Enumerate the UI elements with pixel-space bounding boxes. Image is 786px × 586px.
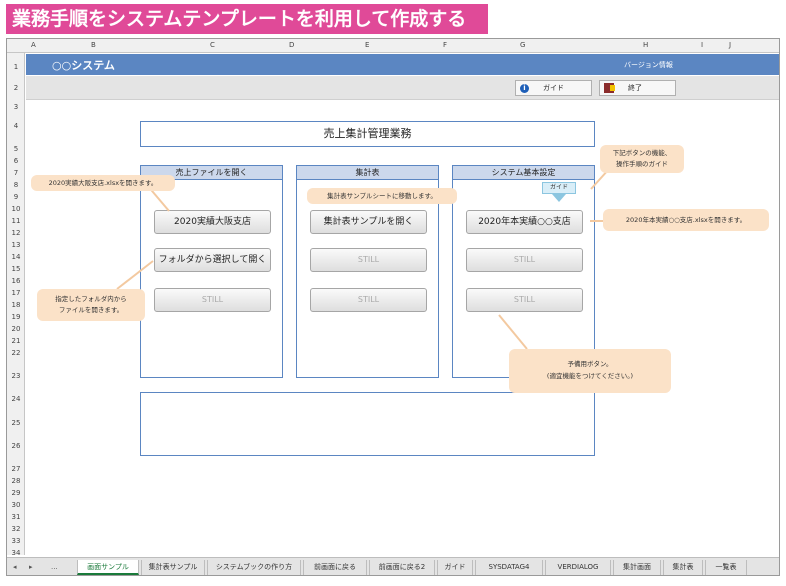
row-number[interactable]: 16 bbox=[11, 277, 21, 285]
callout-guide: 下記ボタンの機能、 操作手順のガイド bbox=[600, 145, 684, 173]
row-number[interactable]: 13 bbox=[11, 241, 21, 249]
main-title: 売上集計管理業務 bbox=[140, 121, 595, 147]
info-icon: i bbox=[520, 83, 529, 93]
row-number[interactable]: 15 bbox=[11, 265, 21, 273]
row-number[interactable]: 6 bbox=[13, 157, 19, 165]
column-header: A B C D E F G H I J bbox=[7, 39, 779, 53]
system-header-bar: ○○システム バージョン情報 bbox=[26, 54, 779, 75]
callout-summary-sample: 集計表サンプルシートに移動します。 bbox=[307, 188, 457, 204]
column-letter[interactable]: F bbox=[443, 41, 448, 49]
tab-more-icon[interactable]: ... bbox=[51, 563, 58, 571]
row-number[interactable]: 12 bbox=[11, 229, 21, 237]
callout-open-folder: 指定したフォルダ内から ファイルを開きます。 bbox=[37, 289, 145, 321]
row-number[interactable]: 33 bbox=[11, 537, 21, 545]
row-number[interactable]: 2 bbox=[13, 84, 19, 92]
spreadsheet-window: A B C D E F G H I J 1 2 3 4 5 6 7 8 9 10… bbox=[6, 38, 780, 576]
panel-title: 売上ファイルを開く bbox=[141, 166, 282, 180]
sheet-tab[interactable]: 集計表サンプル bbox=[141, 560, 205, 575]
row-number[interactable]: 25 bbox=[11, 419, 21, 427]
notes-area bbox=[140, 392, 595, 456]
open-osaka-2020-button[interactable]: 2020実績大阪支店 bbox=[154, 210, 271, 234]
column-letter[interactable]: C bbox=[210, 41, 215, 49]
guide-arrow-icon bbox=[552, 194, 566, 202]
sheet-tab[interactable]: VERDIALOG bbox=[545, 560, 611, 575]
sheet-tab[interactable]: システムブックの作り方 bbox=[207, 560, 301, 575]
panel-title: 集計表 bbox=[297, 166, 438, 180]
row-number[interactable]: 1 bbox=[13, 63, 19, 71]
version-info-link[interactable]: バージョン情報 bbox=[624, 61, 673, 69]
sheet-tab[interactable]: 一覧表 bbox=[705, 560, 747, 575]
row-number[interactable]: 27 bbox=[11, 465, 21, 473]
row-number[interactable]: 23 bbox=[11, 372, 21, 380]
column-letter[interactable]: D bbox=[289, 41, 295, 49]
row-header: 1 2 3 4 5 6 7 8 9 10 11 12 13 14 15 16 1… bbox=[7, 53, 25, 557]
sheet-tab[interactable]: ガイド bbox=[437, 560, 473, 575]
app-name: ○○システム bbox=[52, 59, 115, 72]
still-button[interactable]: STILL bbox=[466, 288, 583, 312]
column-letter[interactable]: I bbox=[701, 41, 704, 49]
row-number[interactable]: 30 bbox=[11, 501, 21, 509]
panel-title: システム基本設定 bbox=[453, 166, 594, 180]
sheet-tab[interactable]: 前画面に戻る bbox=[303, 560, 367, 575]
toolbar: i ガイド 終了 bbox=[26, 76, 779, 100]
panel-open-sales-file: 売上ファイルを開く 2020実績大阪支店 フォルダから選択して開く STILL bbox=[140, 165, 283, 378]
column-letter[interactable]: G bbox=[520, 41, 526, 49]
sheet-tab[interactable]: SYSDATAG4 bbox=[475, 560, 543, 575]
column-letter[interactable]: B bbox=[91, 41, 96, 49]
row-number[interactable]: 10 bbox=[11, 205, 21, 213]
row-number[interactable]: 17 bbox=[11, 289, 21, 297]
row-number[interactable]: 29 bbox=[11, 489, 21, 497]
tab-next-icon[interactable]: ▸ bbox=[29, 563, 33, 571]
open-from-folder-button[interactable]: フォルダから選択して開く bbox=[154, 248, 271, 272]
column-letter[interactable]: A bbox=[31, 41, 36, 49]
page-banner-title: 業務手順をシステムテンプレートを利用して作成する bbox=[6, 4, 488, 34]
row-number[interactable]: 22 bbox=[11, 349, 21, 357]
still-button[interactable]: STILL bbox=[310, 248, 427, 272]
row-number[interactable]: 7 bbox=[13, 169, 19, 177]
sheet-tab-bar: ◂ ▸ ... 画面サンプル 集計表サンプル システムブックの作り方 前画面に戻… bbox=[7, 557, 779, 575]
guide-button[interactable]: i ガイド bbox=[515, 80, 592, 96]
callout-spare-button: 予備用ボタン。 (適宜機能をつけてください。) bbox=[509, 349, 671, 393]
callout-open-branch: 2020年本実績○○支店.xlsxを開きます。 bbox=[603, 209, 769, 231]
panel-system-settings: システム基本設定 2020年本実績○○支店 STILL STILL bbox=[452, 165, 595, 378]
sheet-tab[interactable]: 画面サンプル bbox=[77, 560, 139, 575]
row-number[interactable]: 28 bbox=[11, 477, 21, 485]
row-number[interactable]: 5 bbox=[13, 145, 19, 153]
tab-prev-icon[interactable]: ◂ bbox=[13, 563, 17, 571]
sheet-tab[interactable]: 集計画面 bbox=[613, 560, 661, 575]
row-number[interactable]: 11 bbox=[11, 217, 21, 225]
row-number[interactable]: 9 bbox=[13, 193, 19, 201]
still-button[interactable]: STILL bbox=[154, 288, 271, 312]
row-number[interactable]: 34 bbox=[11, 549, 21, 557]
row-number[interactable]: 8 bbox=[13, 181, 19, 189]
open-summary-sample-button[interactable]: 集計表サンプルを開く bbox=[310, 210, 427, 234]
row-number[interactable]: 19 bbox=[11, 313, 21, 321]
row-number[interactable]: 20 bbox=[11, 325, 21, 333]
guide-icon[interactable]: ガイド bbox=[542, 182, 576, 194]
row-number[interactable]: 32 bbox=[11, 525, 21, 533]
column-letter[interactable]: H bbox=[643, 41, 649, 49]
row-number[interactable]: 14 bbox=[11, 253, 21, 261]
callout-open-osaka: 2020実績大阪支店.xlsxを開きます。 bbox=[31, 175, 175, 191]
row-number[interactable]: 3 bbox=[13, 103, 19, 111]
open-branch-2020-button[interactable]: 2020年本実績○○支店 bbox=[466, 210, 583, 234]
still-button[interactable]: STILL bbox=[310, 288, 427, 312]
sheet-tab[interactable]: 集計表 bbox=[663, 560, 703, 575]
row-number[interactable]: 21 bbox=[11, 337, 21, 345]
exit-door-icon bbox=[604, 83, 615, 93]
guide-button-label: ガイド bbox=[543, 84, 564, 92]
row-number[interactable]: 24 bbox=[11, 395, 21, 403]
row-number[interactable]: 26 bbox=[11, 442, 21, 450]
row-number[interactable]: 31 bbox=[11, 513, 21, 521]
exit-button[interactable]: 終了 bbox=[599, 80, 676, 96]
column-letter[interactable]: E bbox=[365, 41, 370, 49]
still-button[interactable]: STILL bbox=[466, 248, 583, 272]
column-letter[interactable]: J bbox=[729, 41, 732, 49]
sheet-tab[interactable]: 前画面に戻る2 bbox=[369, 560, 435, 575]
row-number[interactable]: 18 bbox=[11, 301, 21, 309]
exit-button-label: 終了 bbox=[628, 84, 642, 92]
row-number[interactable]: 4 bbox=[13, 122, 19, 130]
